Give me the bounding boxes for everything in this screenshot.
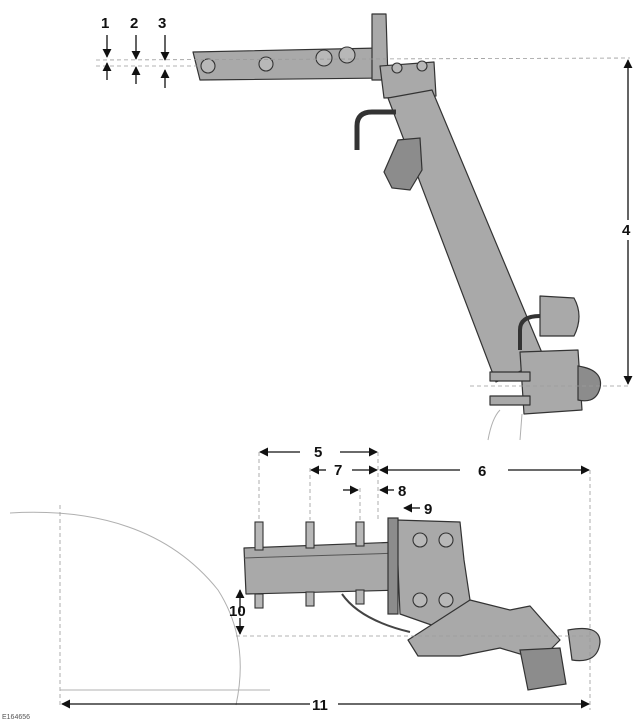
callout-7: 7 [334,462,342,479]
dimension-1: 1 [101,15,112,80]
bracket-bolt [315,49,333,67]
callout-4: 4 [622,222,631,239]
reference-code: E164656 [2,714,30,721]
callout-8: 8 [398,483,406,500]
bracket-bolt [200,58,216,74]
socket-housing [539,295,580,337]
clamp-band [489,371,531,382]
callout-11: 11 [312,697,328,714]
release-handle [354,109,396,150]
callout-6: 6 [478,463,486,480]
callout-9: 9 [424,501,432,518]
callout-2: 2 [130,15,138,32]
extension-line [95,57,631,61]
plate-bolt [438,532,454,548]
crossbeam [243,541,405,595]
mounting-studs [254,521,365,609]
dimension-10: 10 [229,589,246,635]
callout-1: 1 [101,15,109,32]
wheel-outline [9,511,241,706]
cable [341,593,411,633]
bracket-bolt [258,56,274,72]
arm-end [487,409,523,441]
dimension-4: 4 [622,59,633,385]
dimension-5: 5 [259,444,378,461]
plate-spacer [387,517,399,615]
dimension-8: 8 [343,483,406,500]
side-bracket [383,137,423,191]
clamp-nut [391,62,403,74]
coupling-housing [519,349,583,415]
upper-tow-bar-view [192,13,602,441]
tow-ball [567,627,601,662]
dimension-2: 2 [130,15,141,84]
dimension-6: 6 [379,463,590,480]
coupling-ball [577,365,602,402]
callout-5: 5 [314,444,322,461]
plate-bolt [438,592,454,608]
lower-tow-bar-view [243,517,601,691]
clamp-band [489,395,531,406]
plate-bolt [412,592,428,608]
bracket-bolt [338,46,356,64]
dimension-9: 9 [403,501,432,518]
electric-socket [519,647,567,691]
socket-cable [518,314,541,350]
mounting-bracket [192,47,389,81]
dimension-7: 7 [310,462,378,479]
clamp-nut [416,60,428,72]
callout-3: 3 [158,15,166,32]
dimension-11: 11 [61,697,590,714]
dimension-3: 3 [158,15,170,88]
callout-10: 10 [229,603,246,620]
plate-bolt [412,532,428,548]
